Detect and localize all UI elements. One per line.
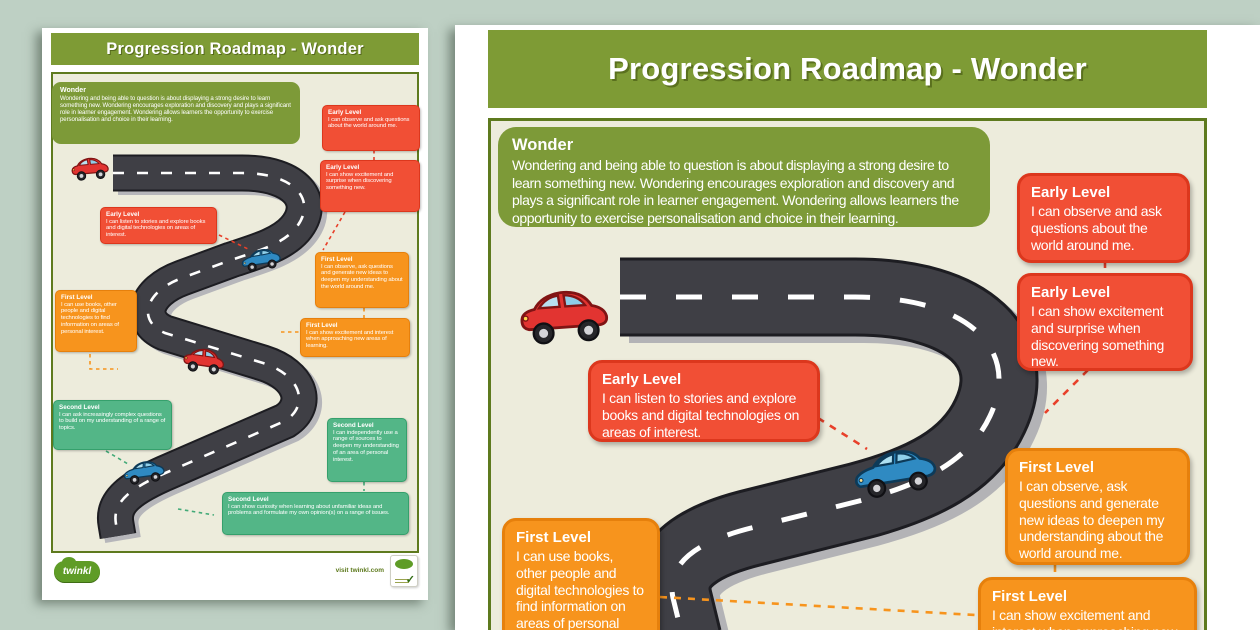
twinkl-logo: twinkl: [54, 557, 100, 582]
red-car-icon: [514, 274, 613, 356]
callout-second-questions: Second Level I can ask increasingly comp…: [53, 400, 172, 450]
wonder-body: Wondering and being able to question is …: [60, 95, 291, 124]
callout-early-excitement: Early Level I can show excitement and su…: [1017, 273, 1193, 371]
callout-text: I can show excitement and surprise when …: [1031, 303, 1164, 370]
red-car-icon: [180, 342, 228, 378]
twinkl-badge-lines: [395, 578, 409, 580]
callout-text: I can use books, other people and digita…: [516, 548, 644, 630]
wonder-heading: Wonder: [512, 136, 574, 154]
callout-early-observe: Early Level I can observe and ask questi…: [322, 105, 420, 151]
callout-level: Early Level: [326, 164, 360, 171]
wonder-summary-box: Wonder Wondering and being able to quest…: [52, 82, 300, 144]
callout-text: I can observe and ask questions about th…: [328, 116, 410, 130]
poster-title: Progression Roadmap - Wonder: [608, 51, 1087, 86]
poster-header: Progression Roadmap - Wonder: [488, 30, 1207, 108]
callout-text: I can independently use a range of sourc…: [333, 429, 399, 463]
callout-text: I can use books, other people and digita…: [61, 301, 119, 335]
callout-text: I can observe, ask questions and generat…: [1019, 478, 1165, 562]
twinkl-badge: ✓: [390, 555, 418, 587]
callout-first-books: First Level I can use books, other peopl…: [502, 518, 660, 630]
callout-level: Early Level: [602, 371, 682, 388]
twinkl-badge-cloud-icon: [395, 559, 413, 569]
callout-text: I can listen to stories and explore book…: [602, 390, 800, 440]
red-car-icon: [69, 150, 112, 185]
callout-level: First Level: [306, 322, 338, 329]
visit-twinkl-text: visit twinkl.com: [335, 567, 384, 574]
callout-text: I can observe, ask questions and generat…: [321, 263, 403, 291]
callout-level: First Level: [1019, 459, 1095, 476]
callout-level: Second Level: [333, 422, 374, 429]
right-poster-page-zoomed: Progression Roadmap - Wonder Wonder Wond…: [455, 25, 1260, 630]
callout-level: Early Level: [106, 211, 140, 218]
callout-first-observe: First Level I can observe, ask questions…: [315, 252, 409, 308]
poster-header: Progression Roadmap - Wonder: [51, 33, 419, 65]
road: [620, 257, 1107, 630]
callout-first-excitement: First Level I can show excitement and in…: [978, 577, 1197, 630]
callout-first-books: First Level I can use books, other peopl…: [55, 290, 137, 352]
callout-level: First Level: [516, 529, 592, 546]
callout-text: I can show curiosity when learning about…: [228, 503, 390, 517]
callout-level: Early Level: [1031, 184, 1111, 201]
callout-second-curiosity: Second Level I can show curiosity when l…: [222, 492, 409, 535]
check-icon: ✓: [405, 574, 415, 586]
wonder-body: Wondering and being able to question is …: [512, 157, 959, 226]
callout-early-excitement: Early Level I can show excitement and su…: [320, 160, 420, 212]
callout-level: Second Level: [228, 496, 269, 503]
callout-early-listen: Early Level I can listen to stories and …: [588, 360, 820, 442]
callout-text: I can show excitement and surprise when …: [326, 171, 394, 192]
callout-level: Early Level: [1031, 284, 1111, 301]
callout-second-sources: Second Level I can independently use a r…: [327, 418, 407, 482]
callout-level: First Level: [321, 256, 353, 263]
callout-level: Early Level: [328, 109, 362, 116]
wonder-summary-box: Wonder Wondering and being able to quest…: [498, 127, 990, 227]
callout-text: I can show excitement and interest when …: [306, 329, 394, 350]
callout-level: Second Level: [59, 404, 100, 411]
callout-text: I can listen to stories and explore book…: [106, 218, 206, 239]
callout-early-listen: Early Level I can listen to stories and …: [100, 207, 217, 244]
left-poster-page: Progression Roadmap - Wonder Wonder Wond…: [42, 28, 428, 600]
wonder-heading: Wonder: [60, 87, 86, 94]
callout-early-observe: Early Level I can observe and ask questi…: [1017, 173, 1190, 263]
poster-title: Progression Roadmap - Wonder: [106, 40, 364, 58]
callout-first-observe: First Level I can observe, ask questions…: [1005, 448, 1190, 565]
callout-text: I can ask increasingly complex questions…: [59, 411, 166, 432]
callout-text: I can show excitement and interest when …: [992, 607, 1177, 630]
callout-first-excitement: First Level I can show excitement and in…: [300, 318, 410, 357]
poster-footer: twinkl visit twinkl.com ✓: [42, 553, 428, 600]
callout-level: First Level: [992, 588, 1068, 605]
callout-text: I can observe and ask questions about th…: [1031, 203, 1162, 253]
callout-level: First Level: [61, 294, 93, 301]
